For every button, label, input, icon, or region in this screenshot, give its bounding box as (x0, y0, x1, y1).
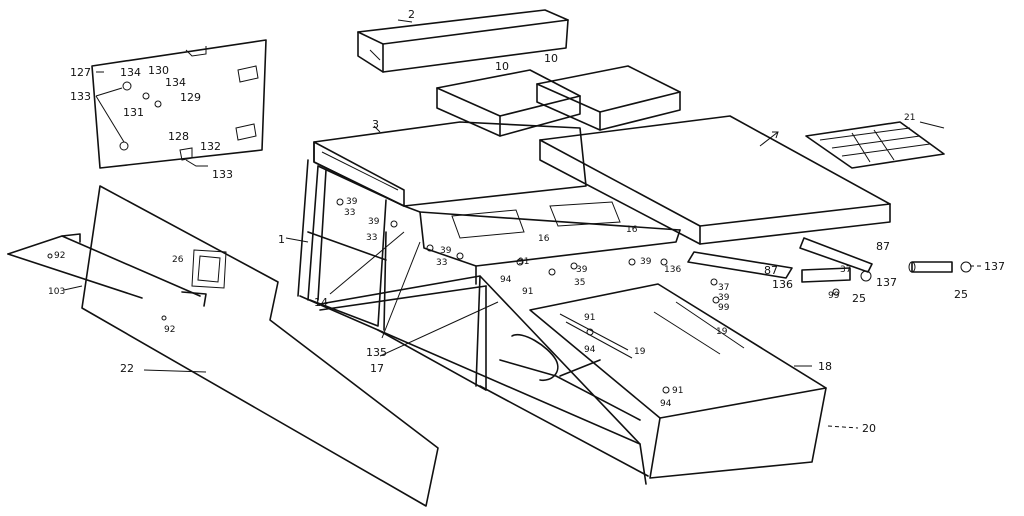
callout-26: 26 (172, 255, 184, 265)
callout-137-b: 137 (984, 260, 1005, 273)
callout-94-c: 94 (660, 399, 672, 409)
callout-21: 21 (904, 113, 915, 123)
callout-135: 135 (366, 346, 387, 359)
arrow-21 (759, 131, 779, 147)
callout-91-b: 91 (522, 287, 533, 297)
fasteners (47, 198, 840, 394)
part-seat-cushion (539, 115, 891, 245)
callout-127: 127 (70, 66, 91, 79)
callout-37-a: 37 (718, 283, 729, 293)
callout-39-f: 39 (718, 293, 730, 303)
callout-87-a: 87 (764, 264, 778, 277)
callout-39-b: 39 (368, 217, 380, 227)
callout-25-b: 25 (954, 288, 968, 301)
callout-16-a: 16 (538, 234, 550, 244)
callout-136-a: 136 (664, 265, 681, 275)
part-3-top (313, 121, 587, 207)
callout-129: 129 (180, 91, 201, 104)
callout-33-b: 33 (366, 233, 377, 243)
part-87-rods (687, 237, 873, 283)
callout-132-a: 132 (200, 140, 221, 153)
part-10-pad-right (536, 65, 681, 131)
callout-18: 18 (818, 360, 832, 373)
callout-133-b: 133 (212, 168, 233, 181)
callout-16-b: 16 (626, 225, 638, 235)
callout-137-a: 137 (876, 276, 897, 289)
callout-99-b: 99 (828, 291, 840, 301)
callout-17: 17 (370, 362, 384, 375)
callout-39-e: 39 (640, 257, 652, 267)
part-21-manual (805, 121, 945, 169)
callout-94-b: 94 (584, 345, 596, 355)
callout-103: 103 (48, 287, 65, 297)
callout-39-a: 39 (346, 197, 358, 207)
callout-91-c: 91 (584, 313, 595, 323)
callout-33-c: 33 (436, 258, 447, 268)
callout-131: 131 (123, 106, 144, 119)
callout-22: 22 (120, 362, 134, 375)
callout-33-a: 33 (344, 208, 355, 218)
callout-39-c: 39 (440, 246, 452, 256)
callout-14: 14 (314, 296, 328, 309)
part-2-backrest (357, 9, 569, 73)
callout-19-b: 19 (716, 327, 728, 337)
callout-128: 128 (168, 130, 189, 143)
leader-lines (63, 19, 982, 429)
callout-99-a: 99 (718, 303, 730, 313)
callout-10-left: 10 (495, 60, 509, 73)
callout-87-b: 87 (876, 240, 890, 253)
callout-91-d: 91 (672, 386, 683, 396)
callout-134-a: 134 (120, 66, 141, 79)
part-1-frame (297, 159, 681, 485)
callout-92-a: 92 (54, 251, 65, 261)
callout-10-right: 10 (544, 52, 558, 65)
part-127-panel (91, 39, 267, 169)
part-25-roller (860, 261, 972, 282)
part-10-pad-left (436, 69, 581, 137)
part-103-rod (7, 233, 207, 307)
callout-25-a: 25 (852, 292, 866, 305)
callout-92-b: 92 (164, 325, 175, 335)
callout-20: 20 (862, 422, 876, 435)
callout-1: 1 (278, 233, 285, 246)
callout-2: 2 (408, 8, 415, 21)
callout-labels: 2 10 10 3 21 127 134 130 134 133 129 131… (48, 8, 1005, 435)
callout-37-b: 37 (840, 265, 851, 275)
callout-3: 3 (372, 118, 379, 131)
part-22-side-panel (81, 185, 439, 507)
callout-130: 130 (148, 64, 169, 77)
callout-91-a: 91 (518, 257, 529, 267)
callout-133-a: 133 (70, 90, 91, 103)
callout-134-b: 134 (165, 76, 186, 89)
callout-39-d: 39 (576, 265, 588, 275)
callout-94-a: 94 (500, 275, 512, 285)
part-18-20-base (479, 283, 827, 479)
callout-35: 35 (574, 278, 585, 288)
callout-136-b: 136 (772, 278, 793, 291)
callout-19-a: 19 (634, 347, 646, 357)
